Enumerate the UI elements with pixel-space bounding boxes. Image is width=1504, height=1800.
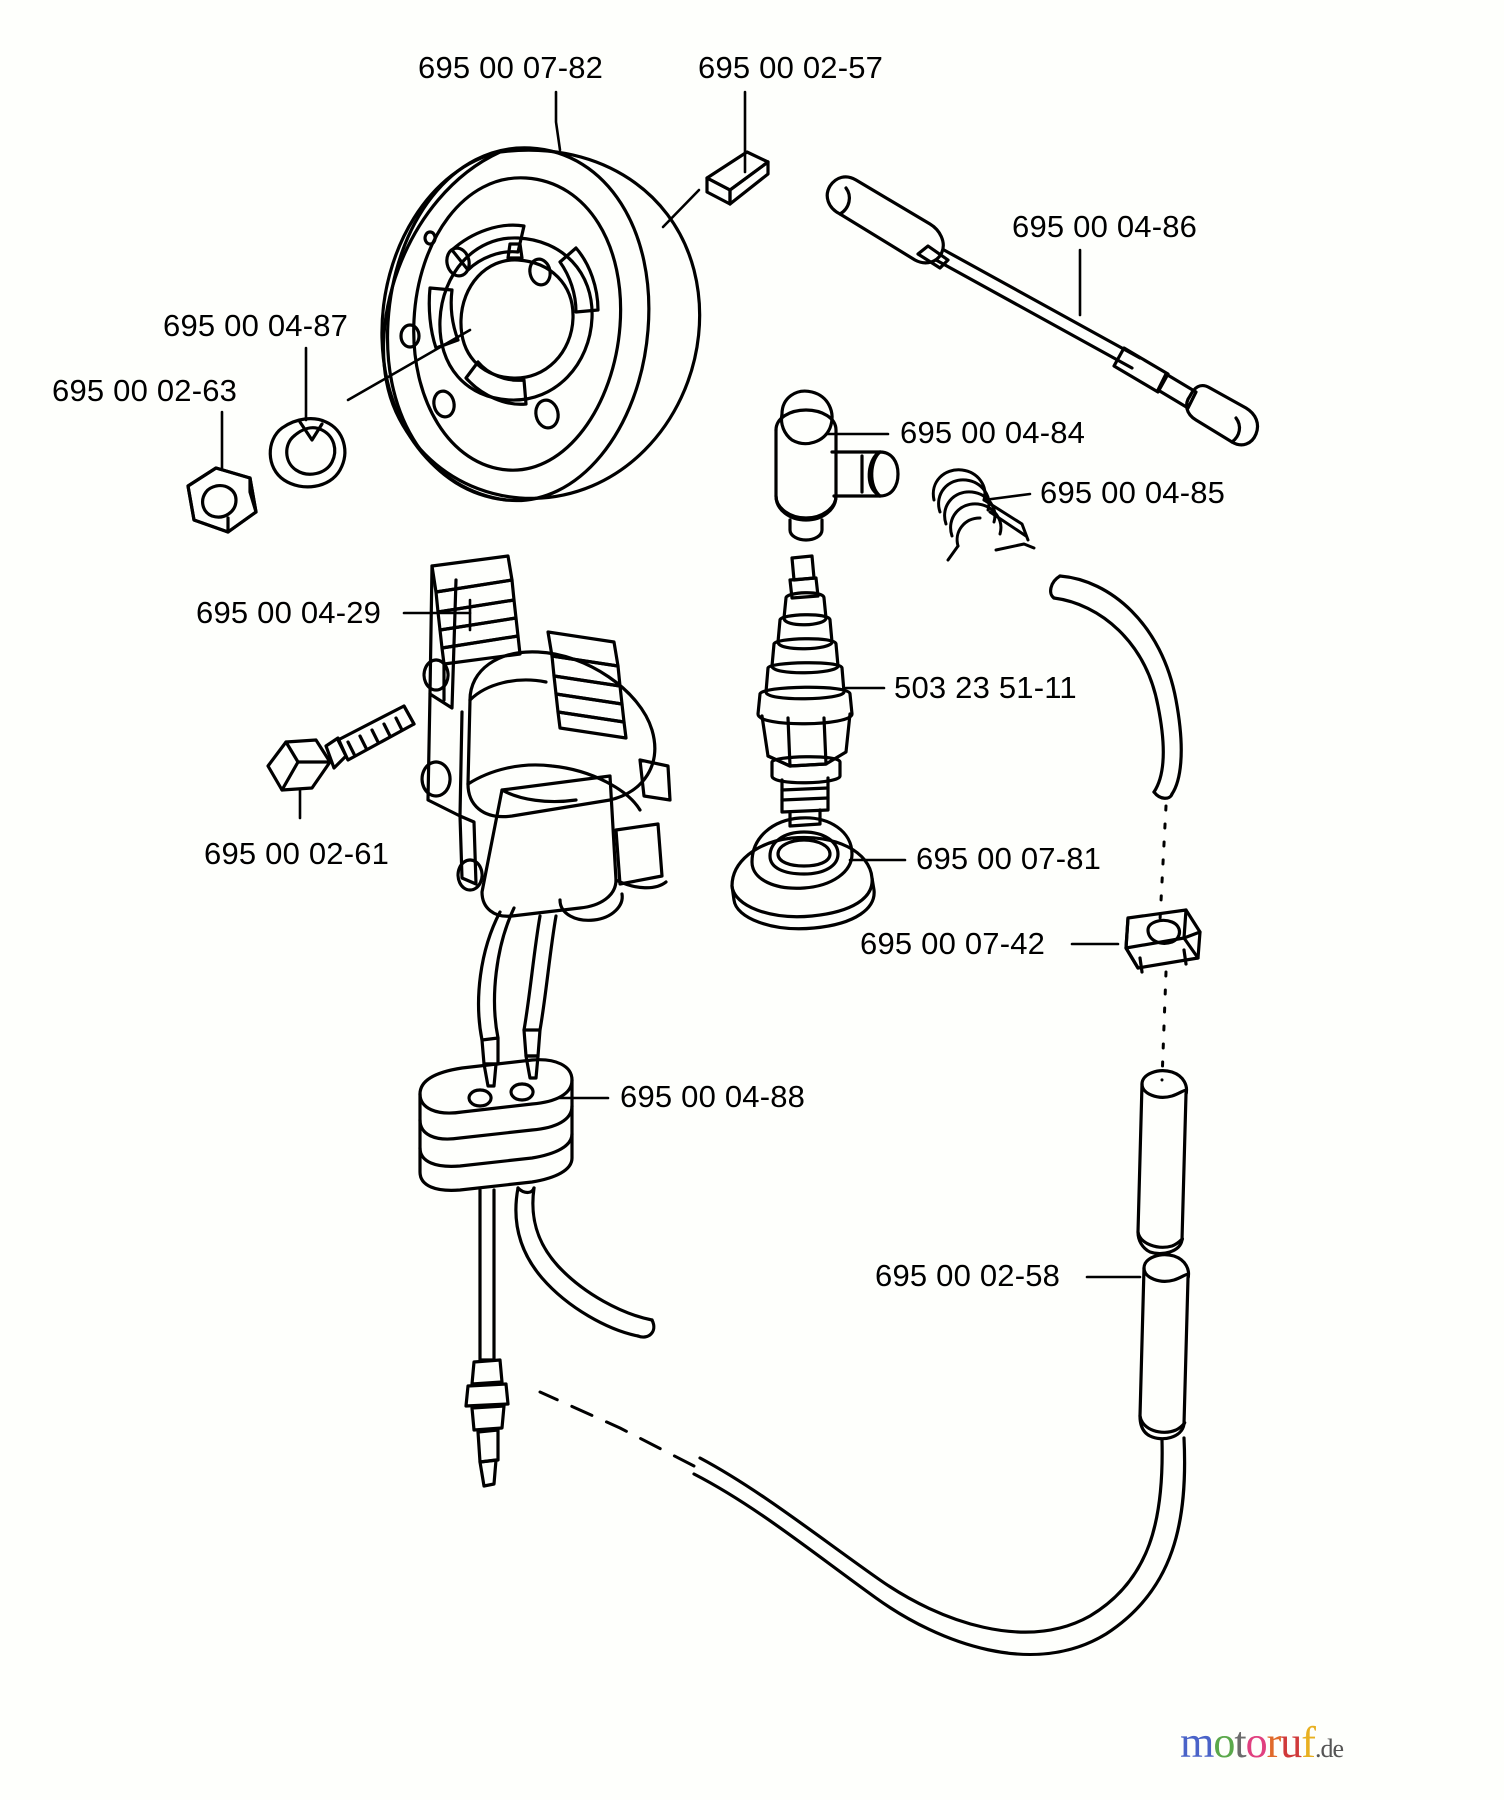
spark-plug-part (756, 554, 854, 828)
motoruf-watermark: motoruf.de (1180, 1717, 1344, 1768)
part-label-key: 695 00 02-57 (698, 50, 884, 85)
part-label-rod: 695 00 04-86 (1012, 209, 1198, 244)
part-label-screw: 695 00 02-61 (204, 836, 390, 871)
governor-spring-part (931, 468, 1036, 562)
throttle-rod-part (825, 175, 1260, 447)
part-label-nut: 695 00 02-63 (52, 373, 238, 408)
watermark-letter: f (1301, 1718, 1316, 1767)
fuel-line-dashed (538, 1390, 696, 1468)
fuel-hose-upper (1049, 574, 1183, 800)
fuel-hose-segments (1136, 1069, 1191, 1441)
retaining-clip-part (268, 417, 347, 489)
part-label-flywheel: 695 00 07-82 (418, 50, 604, 85)
watermark-letter: u (1280, 1718, 1302, 1767)
leader-lines (220, 90, 1142, 1279)
part-label-clamp: 695 00 07-42 (860, 926, 1046, 961)
watermark-letter: r (1266, 1718, 1282, 1767)
hidden-line (1158, 804, 1168, 1082)
lower-spark-plug (464, 1188, 510, 1488)
coil-screw-part (266, 704, 416, 792)
part-label-clip: 695 00 04-87 (163, 308, 349, 343)
watermark-letter: o (1245, 1718, 1268, 1767)
flywheel-nut-part (186, 466, 258, 534)
part-label-module: 695 00 04-88 (620, 1079, 806, 1114)
primer-seat-part (730, 816, 876, 931)
flywheel-part (380, 146, 702, 503)
fuel-line-bottom (692, 1436, 1187, 1656)
elbow-fitting-part (774, 389, 900, 542)
part-label-spring: 695 00 04-85 (1040, 475, 1226, 510)
watermark-letter: t (1234, 1718, 1246, 1767)
ignition-coil-part (420, 554, 672, 1088)
part-label-coil: 695 00 04-29 (196, 595, 382, 630)
watermark-letter: o (1213, 1718, 1235, 1767)
part-label-spark-plug: 503 23 51-11 (894, 670, 1077, 705)
hose-clamp-part (1124, 908, 1202, 974)
lower-hose-loop (514, 1186, 656, 1339)
part-label-boot: 695 00 07-81 (916, 841, 1102, 876)
watermark-letter: m (1180, 1718, 1214, 1767)
ignition-module-part (418, 1058, 574, 1192)
part-label-elbow: 695 00 04-84 (900, 415, 1086, 450)
flywheel-key-part (705, 150, 770, 206)
watermark-suffix: .de (1314, 1734, 1344, 1763)
part-label-hose: 695 00 02-58 (875, 1258, 1061, 1293)
